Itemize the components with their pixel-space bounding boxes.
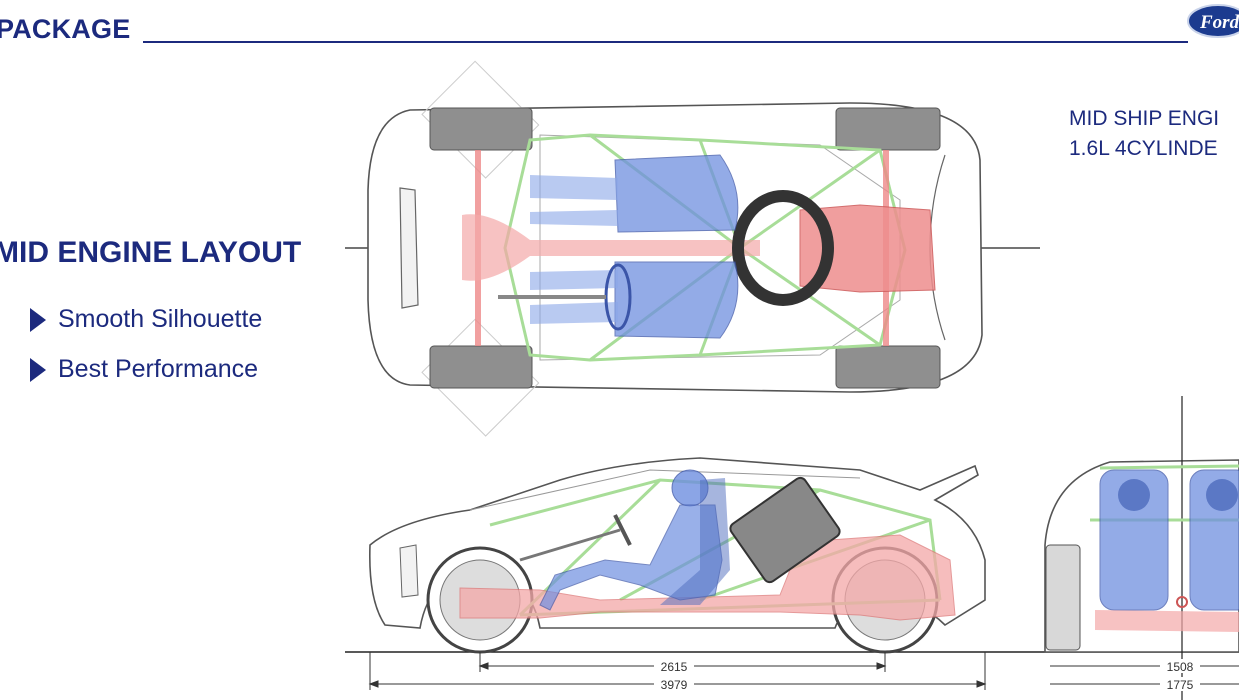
bullet-label: Best Performance <box>58 355 259 383</box>
spare-tire <box>732 190 834 306</box>
window-line <box>469 469 861 511</box>
engine-note-line2: 1.6L 4CYLINDE <box>1069 137 1218 160</box>
dimension-labels: 2615 3979 1508 1775 <box>654 659 1200 692</box>
helmet-front-left <box>1118 479 1150 511</box>
driveshaft <box>462 214 760 281</box>
engine-note-line1: MID SHIP ENGI <box>1069 107 1220 130</box>
wheel-front-right <box>429 345 533 389</box>
header-rule <box>143 41 1188 43</box>
wheel-rear-left <box>835 107 941 151</box>
driver-seat <box>660 478 730 605</box>
steering-wheel-side <box>613 514 632 546</box>
seat-front-left <box>1099 469 1169 611</box>
arrow-head <box>478 662 489 670</box>
top-view <box>345 60 1040 437</box>
headlight <box>399 544 419 598</box>
ford-logo: Ford <box>1187 4 1239 38</box>
bullet-label: Smooth Silhouette <box>58 305 263 333</box>
wheel-front-left <box>429 107 533 151</box>
layout-heading: MID ENGINE LAYOUT <box>0 236 302 269</box>
engine-block-top <box>799 204 936 293</box>
axle-center-mark <box>1176 596 1188 608</box>
dim-track: 1508 <box>1167 660 1194 674</box>
dim-wheelbase: 2615 <box>661 660 688 674</box>
front-view <box>1044 396 1239 700</box>
helmet-front-right <box>1206 479 1238 511</box>
cabin-outline <box>539 134 901 361</box>
arrow-head <box>976 680 987 688</box>
spare-tire-side <box>729 476 841 584</box>
drivetrain-front <box>1095 610 1239 632</box>
side-view <box>345 457 1239 654</box>
dimension-lines <box>368 652 1239 690</box>
logo-text: Ford <box>1199 12 1239 33</box>
seat-left <box>614 154 739 233</box>
page-title: PACKAGE <box>0 14 131 44</box>
bullet-item-performance: Best Performance <box>30 355 258 384</box>
triangle-right-icon <box>30 357 46 382</box>
arrow-head <box>876 662 887 670</box>
front-tire-side <box>1045 544 1081 651</box>
dim-width: 1775 <box>1167 678 1194 692</box>
wheel-rear-right <box>835 345 941 389</box>
bullet-item-silhouette: Smooth Silhouette <box>30 305 262 334</box>
front-grille <box>399 187 419 309</box>
arrow-head <box>368 680 379 688</box>
steering-column-side <box>519 528 621 562</box>
dim-length: 3979 <box>661 678 688 692</box>
occupant-legs-left <box>530 175 618 226</box>
seat-right <box>614 261 739 339</box>
triangle-right-icon <box>30 307 46 332</box>
engine-note: MID SHIP ENGI 1.6L 4CYLINDE <box>1069 104 1219 164</box>
occupant-legs-right <box>530 270 618 324</box>
